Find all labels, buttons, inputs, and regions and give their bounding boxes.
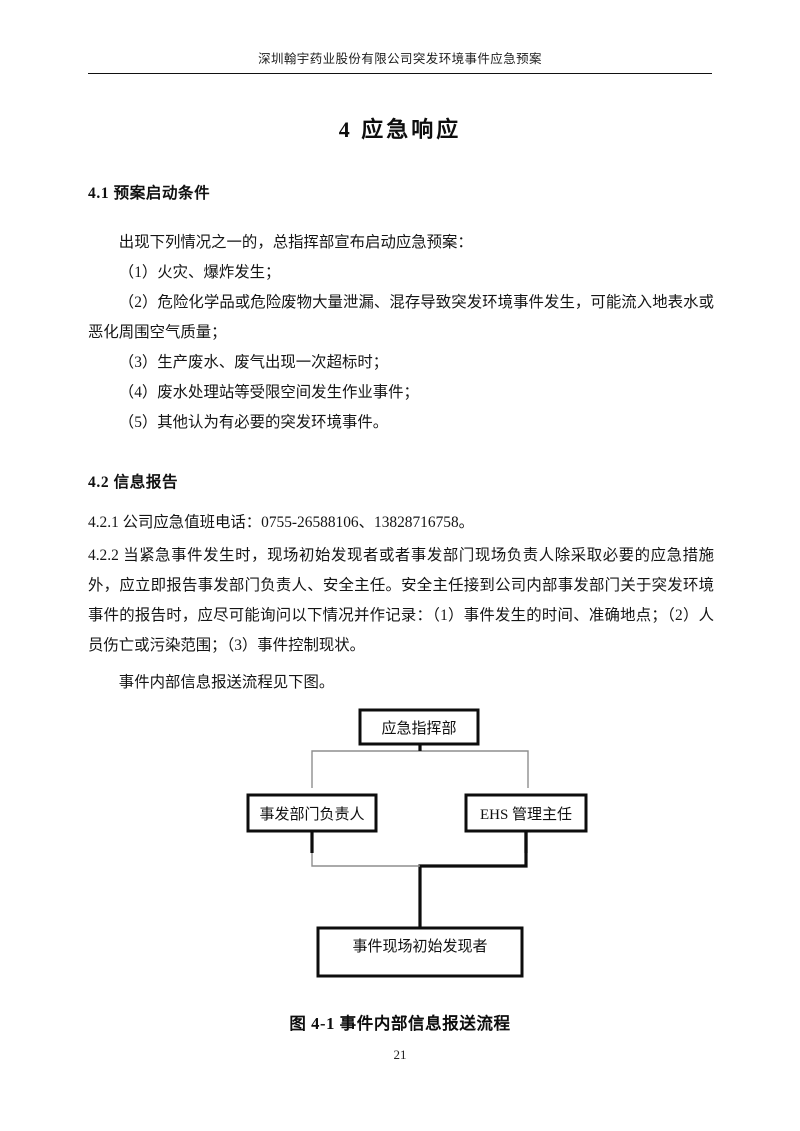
information-reporting-flowchart: 应急指挥部 事发部门负责人 EHS 管理主任 事件现场初始发现者 (240, 703, 600, 1003)
list-item: （1）火灾、爆炸发生； (118, 264, 281, 281)
flow-node-first-discoverer: 事件现场初始发现者 (316, 926, 524, 978)
page-number: 21 (393, 1047, 407, 1062)
section-4-2-1: 4.2.1 公司应急值班电话：0755-26588106、13828716758… (88, 508, 714, 538)
section-4-1-conditions: （1）火灾、爆炸发生； （2）危险化学品或危险废物大量泄漏、混存导致突发环境事件… (88, 258, 714, 438)
paragraph-figure-reference: 事件内部信息报送流程见下图。 (118, 674, 335, 691)
section-4-1-intro: 出现下列情况之一的，总指挥部宣布启动应急预案： (88, 228, 714, 258)
flow-node-label: 事发部门负责人 (259, 806, 364, 823)
running-title: 深圳翰宇药业股份有限公司突发环境事件应急预案 (258, 52, 542, 66)
section-heading-4-2: 4.2 信息报告 (88, 474, 179, 491)
paragraph-4-2-2: 4.2.2 当紧急事件发生时，现场初始发现者或者事发部门现场负责人除采取必要的应… (88, 547, 714, 654)
flow-node-label: EHS 管理主任 (480, 806, 572, 823)
flow-node-department-head: 事发部门负责人 (246, 793, 378, 833)
list-item: （4）废水处理站等受限空间发生作业事件； (118, 384, 419, 401)
page-header: 深圳翰宇药业股份有限公司突发环境事件应急预案 (88, 52, 712, 67)
paragraph-4-2-1: 4.2.1 公司应急值班电话：0755-26588106、13828716758… (88, 514, 475, 531)
list-item: （5）其他认为有必要的突发环境事件。 (118, 414, 389, 431)
section-4-2-2: 4.2.2 当紧急事件发生时，现场初始发现者或者事发部门现场负责人除采取必要的应… (88, 541, 714, 661)
connector-to-middle-boxes (307, 825, 531, 928)
flow-node-label: 应急指挥部 (381, 719, 456, 737)
figure-reference: 事件内部信息报送流程见下图。 (88, 668, 714, 698)
flow-node-ehs-director: EHS 管理主任 (464, 793, 588, 833)
list-item: （3）生产废水、废气出现一次超标时； (118, 354, 389, 371)
header-divider (88, 73, 712, 74)
page-title: 4 应急响应 (338, 117, 462, 142)
section-heading-4-1: 4.1 预案启动条件 (88, 185, 211, 202)
figure-caption: 图 4-1 事件内部信息报送流程 (289, 1014, 511, 1033)
list-item: （2）危险化学品或危险废物大量泄漏、混存导致突发环境事件发生，可能流入地表水或恶… (88, 294, 714, 341)
flow-node-label: 事件现场初始发现者 (352, 938, 487, 955)
paragraph-intro: 出现下列情况之一的，总指挥部宣布启动应急预案： (118, 234, 473, 251)
flow-node-command-center: 应急指挥部 (358, 708, 480, 746)
